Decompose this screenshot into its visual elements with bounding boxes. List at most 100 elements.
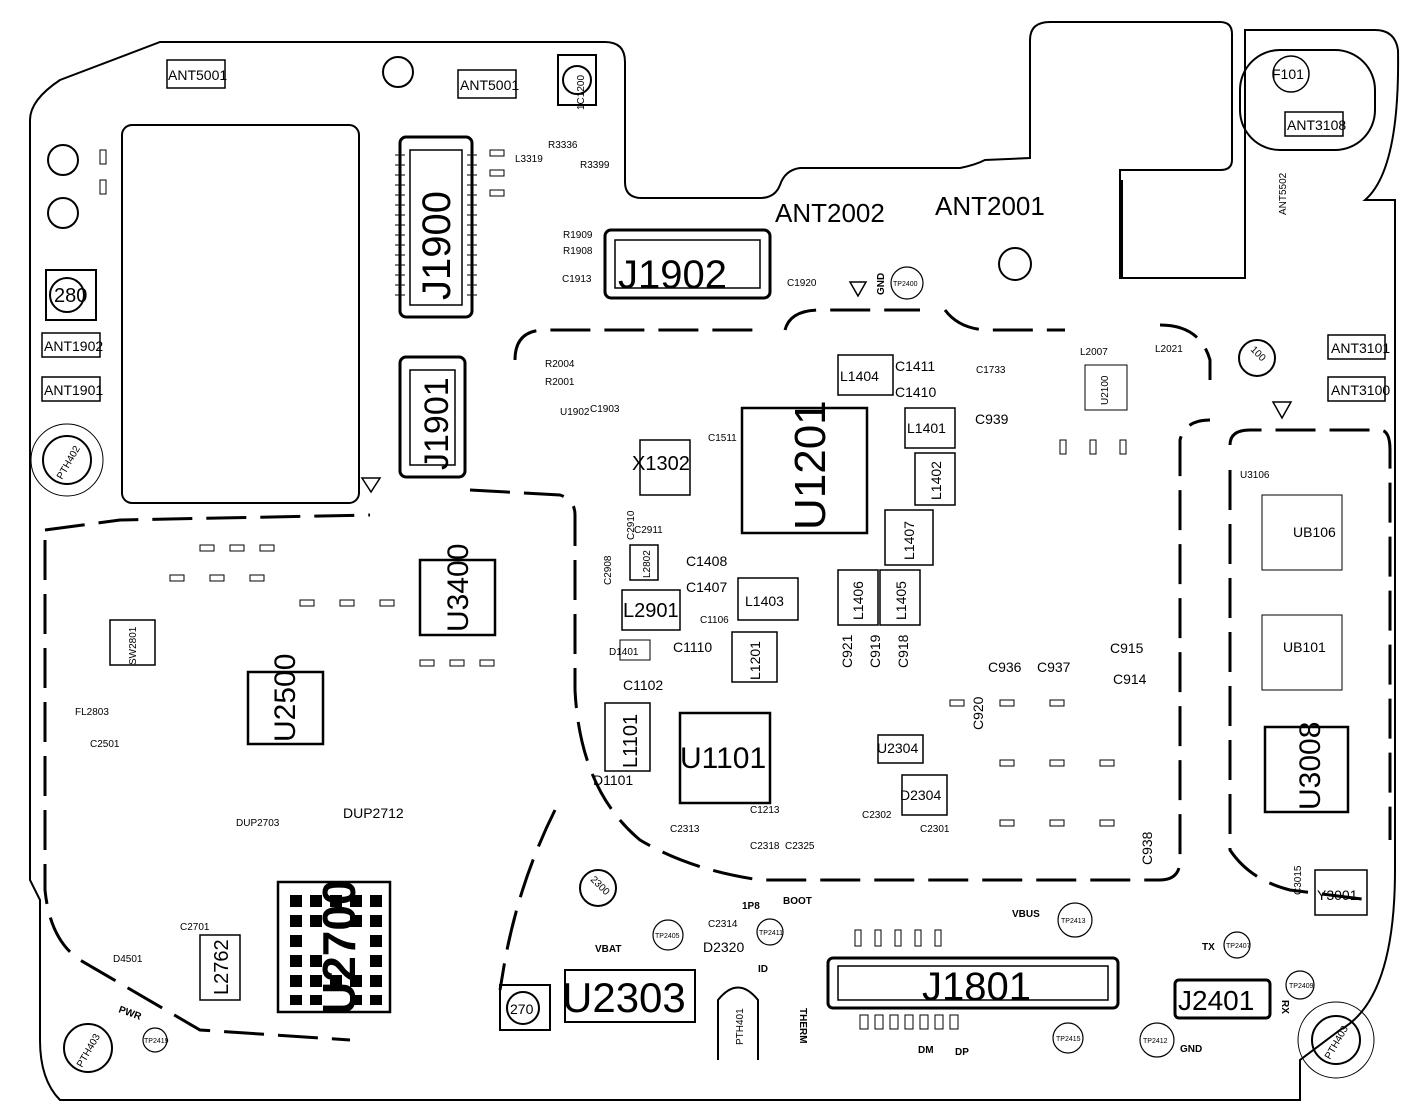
r3336-label: R3336 <box>548 140 578 151</box>
l2007-label: L2007 <box>1080 347 1108 358</box>
gnd-bottom-label: GND <box>1180 1044 1202 1055</box>
capacitors: C1411 C1410 C939 C1408 C1407 C1106 C1110… <box>180 274 1304 933</box>
ground-guard-traces <box>43 308 1392 1042</box>
c921-label: C921 <box>839 634 855 668</box>
c1913-label: C1913 <box>562 274 592 285</box>
c1213-label: C1213 <box>750 805 780 816</box>
c2314-label: C2314 <box>708 919 738 930</box>
chip-u1101: U1101 <box>678 711 772 805</box>
c1511-label: C1511 <box>708 433 737 444</box>
l1402-label: L1402 <box>928 461 944 500</box>
c918-label: C918 <box>895 634 911 668</box>
j1801-label: J1801 <box>922 965 1031 1009</box>
chip-u2500: U2500 <box>246 654 325 746</box>
ant2002-label: ANT2002 <box>775 198 885 228</box>
c1102-label: C1102 <box>623 677 663 693</box>
c2325-label: C2325 <box>785 841 815 852</box>
c2701-label: C2701 <box>180 922 210 933</box>
l2802-label: L2802 <box>642 550 653 578</box>
j2401-label: J2401 <box>1178 985 1254 1016</box>
c2501-label: C2501 <box>90 739 120 750</box>
c3015-label: C3015 <box>1293 865 1304 895</box>
dup2712-label: DUP2712 <box>343 805 404 821</box>
ant5001-right-label: ANT5001 <box>460 77 519 93</box>
ub106-label: UB106 <box>1293 524 1336 540</box>
d1401-label: D1401 <box>609 647 639 658</box>
c919-label: C919 <box>867 634 883 668</box>
c2911-label: C2911 <box>634 525 663 536</box>
pth403-left-label: PTH403 <box>75 1032 103 1070</box>
antenna-labels: ANT2002 ANT2001 ANT5001 ANT5001 ANT1902 … <box>41 59 1390 402</box>
u3008-label: U3008 <box>1294 722 1327 810</box>
c1920-label: C1920 <box>787 278 817 289</box>
f101-label: F101 <box>1272 66 1304 82</box>
test-points: TP2400 TP2405 TP2411 TP2413 TP2415 TP240… <box>142 266 1315 1058</box>
c914-label: C914 <box>1113 671 1147 687</box>
ant1902-label: ANT1902 <box>44 338 103 354</box>
tp2400-label: TP2400 <box>893 281 918 288</box>
chip-u2700: U2700 <box>276 879 392 1015</box>
u2700-label: U2700 <box>313 879 365 1015</box>
c2301-label: C2301 <box>920 824 950 835</box>
u2300-label: 2300 <box>588 874 612 898</box>
therm-label: THERM <box>797 1008 808 1044</box>
l1403-label: L1403 <box>745 593 784 609</box>
l1101-label: L1101 <box>620 714 642 768</box>
misc-components: D1401 D1101 D2304 D2320 D4501 U2304 DUP2… <box>75 140 1368 965</box>
pwr-label: PWR <box>117 1004 143 1023</box>
c1407-label: C1407 <box>686 579 727 595</box>
tp2411-label: TP2411 <box>759 930 783 937</box>
u2304-label: U2304 <box>877 740 918 756</box>
l3319-label: L3319 <box>515 154 543 165</box>
ant1901-label: ANT1901 <box>44 382 103 398</box>
gnd-top-label: GND <box>876 273 887 295</box>
ant3100-label: ANT3100 <box>1331 382 1390 398</box>
c936-label: C936 <box>988 659 1022 675</box>
c938-label: C938 <box>1139 831 1155 865</box>
tp2407-label: TP2407 <box>1226 943 1251 950</box>
tp2415-label: TP2415 <box>1056 1036 1081 1043</box>
c939-label: C939 <box>975 411 1009 427</box>
chip-u3008: U3008 <box>1263 722 1350 814</box>
x1302-label: X1302 <box>632 453 690 475</box>
r280-label: 280 <box>54 285 87 307</box>
sw2801-label: SW2801 <box>128 626 139 665</box>
l1201-label: L1201 <box>747 641 763 680</box>
c1410-label: C1410 <box>895 384 936 400</box>
fl2803-label: FL2803 <box>75 707 109 718</box>
d1101-label: D1101 <box>593 772 633 788</box>
l1405-label: L1405 <box>893 581 909 620</box>
u1201-label: U1201 <box>786 400 835 530</box>
j1901-label: J1901 <box>418 377 456 470</box>
d2304-label: D2304 <box>900 787 941 803</box>
l1406-label: L1406 <box>850 581 866 620</box>
crystal-x1302: X1302 <box>632 439 691 496</box>
pth403-right-label: PTH403 <box>1323 1024 1351 1062</box>
c1903-label: C1903 <box>590 404 620 415</box>
l2762-label: L2762 <box>211 939 233 995</box>
chip-u1201: U1201 <box>740 400 869 535</box>
r1909-label: R1909 <box>563 230 593 241</box>
tp2413-label: TP2413 <box>1061 918 1086 925</box>
l2021-label: L2021 <box>1155 344 1183 355</box>
dup2703-label: DUP2703 <box>236 818 280 829</box>
r2004-label: R2004 <box>545 359 575 370</box>
r3399-label: R3399 <box>580 160 610 171</box>
tx-label: TX <box>1202 942 1215 953</box>
rx-label: RX <box>1279 1000 1290 1014</box>
l1401-label: L1401 <box>907 420 946 436</box>
connector-j1901: J1901 <box>398 355 467 479</box>
triangle-markers <box>360 281 1293 494</box>
dm-label: DM <box>918 1045 934 1056</box>
c920-label: C920 <box>970 696 986 730</box>
l2901-label: L2901 <box>623 600 679 622</box>
connector-j1900: J1900 <box>395 135 477 319</box>
tp2405-label: TP2405 <box>655 933 680 940</box>
c1408-label: C1408 <box>686 553 727 569</box>
small-smd-pads <box>99 149 1127 1030</box>
u1902-label: U1902 <box>560 407 590 418</box>
ips-label: 1P8 <box>742 901 760 912</box>
dp-label: DP <box>955 1047 969 1058</box>
c937-label: C937 <box>1037 659 1071 675</box>
